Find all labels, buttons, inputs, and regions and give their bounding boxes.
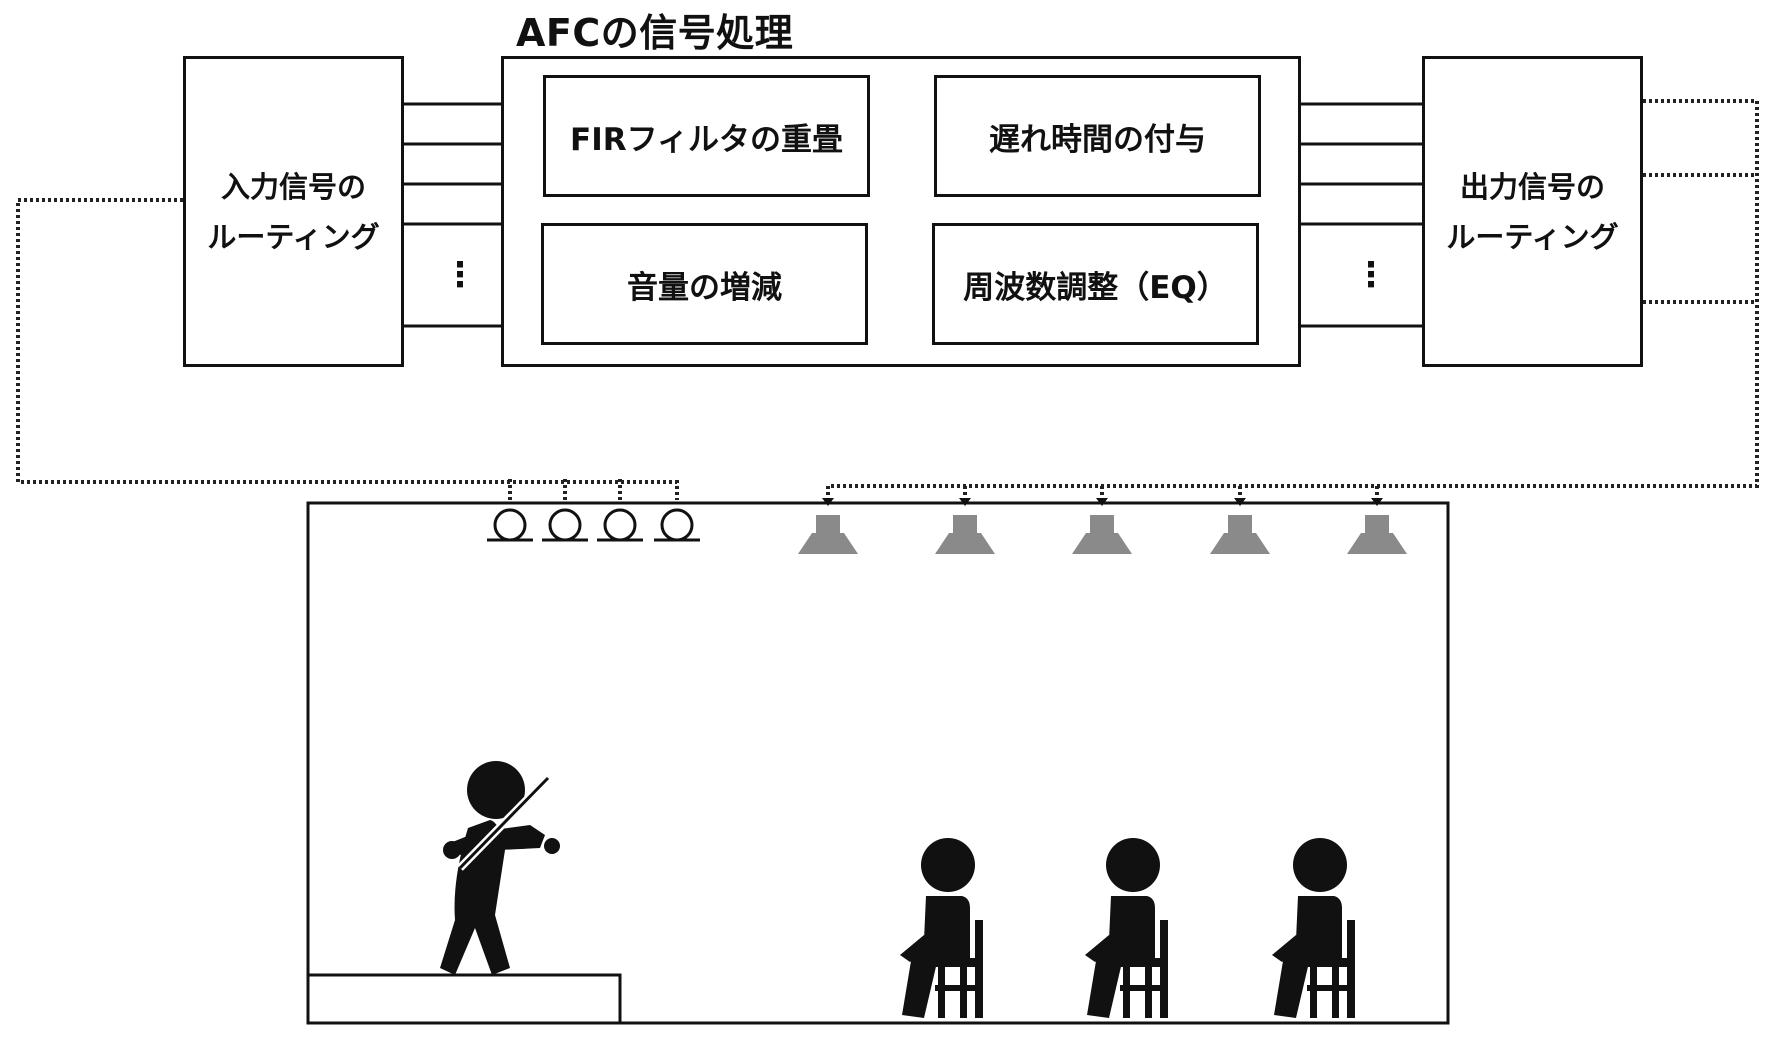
diagram-title: AFCの信号処理: [516, 11, 794, 55]
speaker-icon: [935, 515, 995, 554]
mic-feed-dotted-line: [16, 198, 679, 500]
delay-label: 遅れ時間の付与: [989, 121, 1206, 158]
microphone-icon: [597, 508, 643, 542]
input-routing-label-line2: ルーティング: [207, 219, 380, 254]
audience-member-icon: [1272, 838, 1355, 1018]
audience-member-icon: [1085, 838, 1168, 1018]
speaker-feed-dotted-line: [826, 99, 1759, 503]
input-channel-lines: [404, 102, 501, 328]
microphone-icon: [654, 508, 700, 542]
microphone-icon: [542, 508, 588, 542]
delay-block: 遅れ時間の付与: [934, 75, 1261, 197]
output-channel-lines: [1301, 102, 1422, 328]
input-routing-box: 入力信号の ルーティング: [183, 56, 404, 367]
input-routing-label-line1: 入力信号の: [220, 169, 366, 204]
gain-label: 音量の増減: [627, 269, 782, 306]
concert-hall: [306, 501, 1450, 1025]
fir-filter-label: FIRフィルタの重畳: [570, 121, 843, 158]
gain-block: 音量の増減: [541, 223, 868, 345]
output-routing-box: 出力信号の ルーティング: [1422, 56, 1643, 367]
speaker-icon: [798, 515, 858, 554]
speaker-icon: [1072, 515, 1132, 554]
violinist-icon: [440, 761, 560, 975]
output-routing-label-line1: 出力信号の: [1459, 169, 1605, 204]
microphone-icon: [487, 508, 533, 542]
fir-filter-block: FIRフィルタの重畳: [543, 75, 870, 197]
audience-member-icon: [900, 838, 983, 1018]
output-routing-label-line2: ルーティング: [1446, 219, 1619, 254]
eq-label: 周波数調整（EQ）: [963, 269, 1228, 306]
speaker-icon: [1210, 515, 1270, 554]
stage-platform: [306, 973, 622, 1025]
speaker-icon: [1347, 515, 1407, 554]
eq-block: 周波数調整（EQ）: [932, 223, 1259, 345]
